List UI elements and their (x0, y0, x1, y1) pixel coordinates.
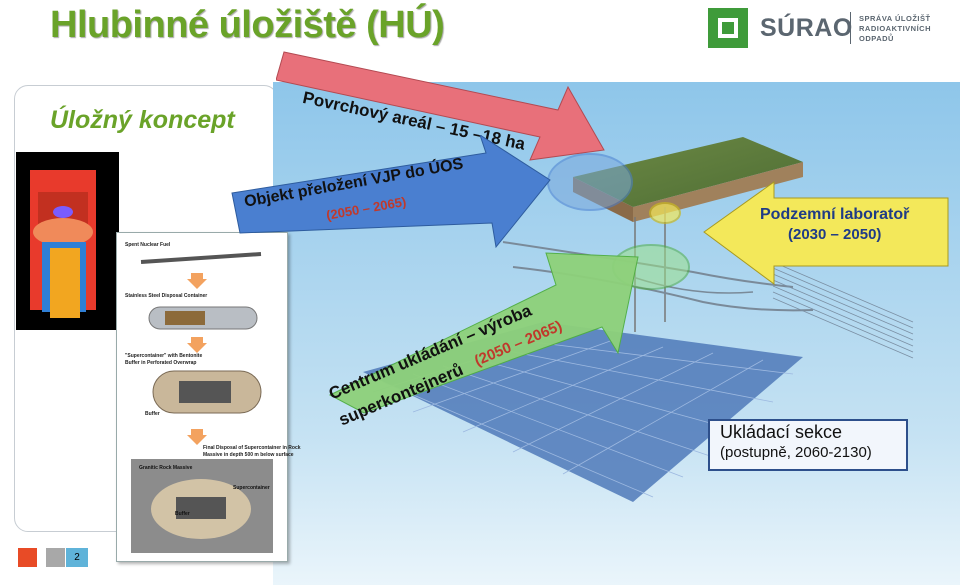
granitic-rock-label: Granitic Rock Massive (139, 465, 193, 471)
step-supercontainer-label: "Supercontainer" with Bentonite (125, 353, 203, 359)
section-subtitle: Úložný koncept (50, 106, 235, 134)
step-final-disposal-label-2: Massive in depth 500 m below surface (203, 452, 294, 458)
page-title: Hlubinné úložiště (HÚ) (50, 4, 445, 46)
laboratory-arrow (703, 181, 949, 285)
fuel-rod-icon (140, 252, 262, 264)
laboratory-arrow-years: (2030 – 2050) (788, 226, 882, 243)
down-arrow-icon (187, 337, 207, 353)
footer-red-square (18, 548, 37, 567)
supercontainer-label: Supercontainer (233, 485, 270, 491)
buffer-label-2: Buffer (175, 511, 190, 517)
laboratory-arrow-label: Podzemní laboratoř (760, 206, 910, 223)
logo-line-3: ODPADŮ (859, 34, 894, 43)
disposal-container-icon (148, 306, 258, 330)
transfer-arrow (231, 135, 551, 249)
surao-logo-icon (708, 8, 748, 48)
buffer-label: Buffer (145, 411, 160, 417)
logo-line-2: RADIOAKTIVNÍCH (859, 24, 931, 33)
page-number: 2 (66, 548, 88, 567)
disposal-section-label: Ukládací sekce (720, 422, 843, 442)
step-spent-fuel-label: Spent Nuclear Fuel (125, 242, 171, 248)
step-container-label: Stainless Steel Disposal Container (125, 293, 208, 299)
footer-gray-square (46, 548, 65, 567)
supercontainer-icon (152, 370, 262, 414)
logo-name: SÚRAO (760, 14, 853, 42)
down-arrow-icon (187, 273, 207, 289)
surface-arrow (276, 51, 605, 161)
rock-massive-icon (131, 459, 273, 553)
fuel-disposal-panel: Spent Nuclear Fuel Stainless Steel Dispo… (116, 232, 301, 562)
laboratory-highlight (649, 202, 681, 224)
logo-divider (850, 12, 851, 44)
fuel-assembly-image (16, 152, 119, 330)
disposal-section-box (708, 419, 908, 471)
step-supercontainer-label-2: Buffer in Perforated Overwrap (125, 360, 197, 366)
disposal-section-years: (postupně, 2060-2130) (720, 444, 872, 461)
center-arrow (328, 252, 639, 414)
down-arrow-icon (187, 429, 207, 445)
lab-tunnel-grid (772, 261, 914, 359)
step-final-disposal-label: Final Disposal of Supercontainer in Rock (203, 445, 301, 451)
logo-line-1: SPRÁVA ÚLOŽIŠŤ (859, 14, 931, 23)
